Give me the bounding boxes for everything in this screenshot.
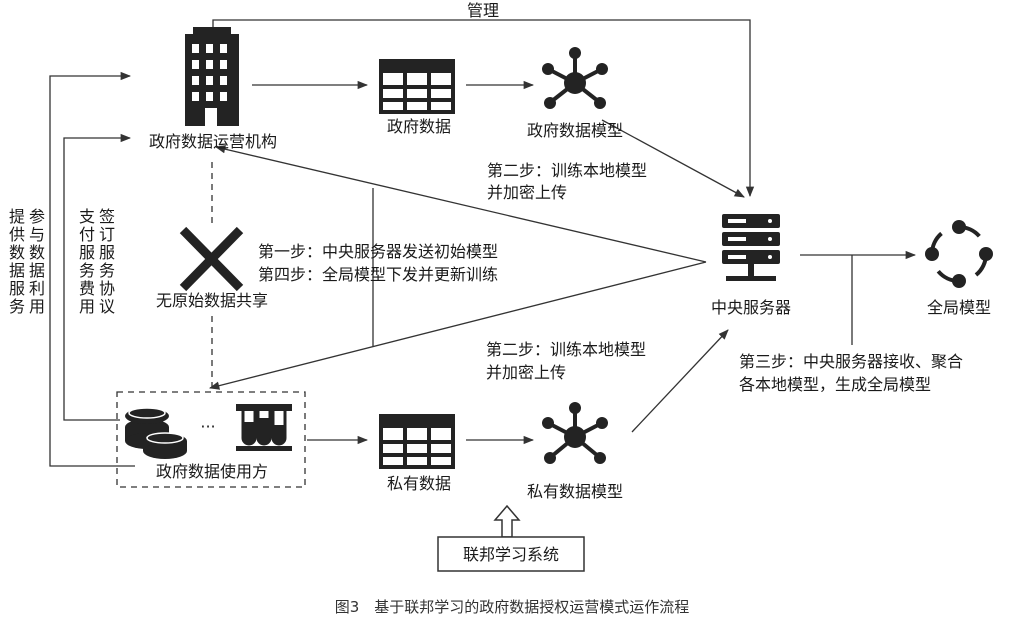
server-label: 中央服务器 [711, 298, 791, 317]
network-icon [542, 47, 608, 109]
gov-model-to-server-arrow [601, 119, 745, 198]
figure-caption: 图3 基于联邦学习的政府数据授权运营模式运作流程 [335, 598, 690, 616]
fl-system-box [437, 536, 585, 572]
participate-label: 参与数据利用 [29, 207, 45, 316]
gov-model-label: 政府数据模型 [527, 121, 623, 140]
test-tubes-icon [236, 404, 292, 451]
no-sharing-cross-icon [179, 226, 244, 292]
step1-label: 第一步：中央服务器发送初始模型 [258, 242, 498, 261]
coins-icon [125, 407, 187, 459]
connectors [49, 19, 917, 488]
private-model-label: 私有数据模型 [527, 482, 623, 501]
users-dashed-box [116, 391, 306, 488]
provide-service-label: 提供数据服务 [9, 207, 25, 316]
sign-agreement-label: 签订服务协议 [99, 207, 115, 316]
table-icon [379, 59, 455, 114]
step2-top-line2: 并加密上传 [487, 183, 567, 202]
no-sharing-label: 无原始数据共享 [156, 291, 268, 310]
users-label: 政府数据使用方 [156, 462, 268, 481]
global-model-ring-icon [925, 220, 993, 288]
manage-label: 管理 [467, 1, 499, 20]
step3-line1: 第三步：中央服务器接收、聚合 [739, 352, 963, 371]
gov-org-label: 政府数据运营机构 [149, 132, 277, 151]
hollow-up-arrow-icon [493, 504, 521, 538]
server-icon [722, 214, 780, 281]
server-to-users-arrow [208, 261, 707, 390]
step3-line2: 各本地模型，生成全局模型 [739, 375, 931, 394]
server-to-org-arrow [214, 145, 707, 263]
private-table-icon [379, 414, 455, 469]
private-model-to-server-arrow [631, 329, 729, 433]
private-network-icon [542, 402, 608, 464]
pay-fee-label: 支付服务费用 [79, 207, 95, 316]
private-data-label: 私有数据 [387, 474, 451, 493]
fl-system-label: 联邦学习系统 [463, 545, 559, 564]
step2-bottom-line1: 第二步：训练本地模型 [486, 340, 646, 359]
step2-top-line1: 第二步：训练本地模型 [487, 161, 647, 180]
step4-label: 第四步：全局模型下发并更新训练 [258, 265, 498, 284]
global-model-label: 全局模型 [927, 298, 991, 317]
step2-bottom-line2: 并加密上传 [486, 363, 566, 382]
provide-service-arrow [49, 71, 135, 467]
users-ellipsis: ··· [200, 417, 215, 436]
gov-data-label: 政府数据 [387, 117, 451, 136]
building-icon [185, 27, 239, 126]
sign-agreement-arrow [63, 133, 132, 421]
manage-arrow [212, 19, 755, 198]
